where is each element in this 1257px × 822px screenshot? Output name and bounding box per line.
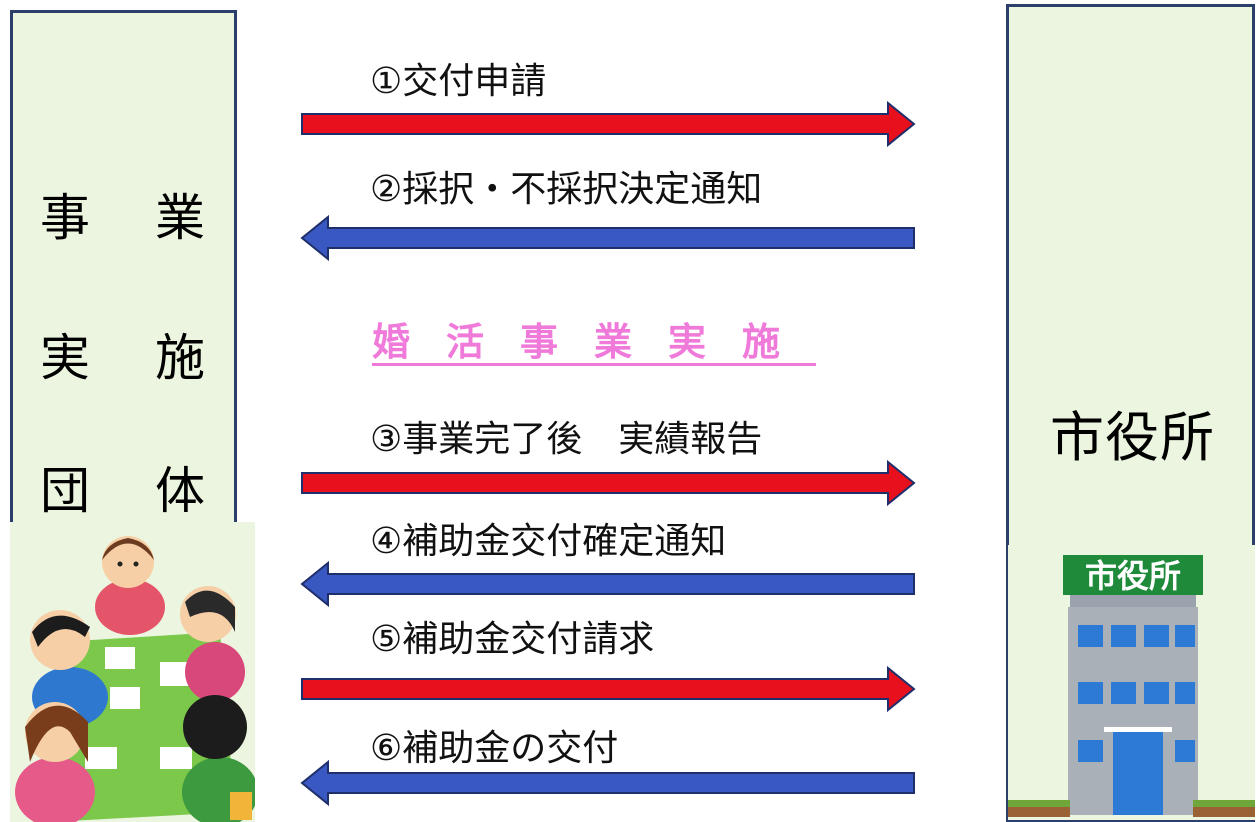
left-char-5: 団 [40,462,90,520]
meeting-people-illustration [10,522,255,822]
arrow-shape [301,459,916,507]
step-4-label: ④補助金交付確定通知 [370,521,727,562]
arrow-shape [301,665,916,713]
arrow-shape [300,214,915,262]
marriage-activity-caption: 婚活事業実施 [372,320,817,364]
step-5-label: ⑤補助金交付請求 [370,619,655,660]
arrow-step-3 [301,459,916,507]
city-hall-building-illustration: 市役所 [1008,545,1255,820]
step-2-label: ②採択・不採択決定通知 [370,169,763,210]
arrow-step-1 [301,100,916,148]
step-6-label: ⑥補助金の交付 [370,728,619,769]
step-3-label: ③事業完了後 実績報告 [370,419,763,460]
city-hall-title: 市役所 [1050,406,1215,469]
building-sign-text: 市役所 [1085,557,1181,595]
arrow-shape [300,759,915,807]
left-char-6: 体 [155,462,205,520]
left-char-4: 施 [155,329,205,387]
arrow-step-5 [301,665,916,713]
arrow-shape [300,560,915,608]
left-char-1: 事 [40,189,90,247]
arrow-shape [301,100,916,148]
arrow-step-6 [300,759,915,807]
left-char-3: 実 [40,329,90,387]
left-char-2: 業 [155,189,205,247]
arrow-step-4 [300,560,915,608]
step-1-label: ①交付申請 [370,61,547,102]
arrow-step-2 [300,214,915,262]
